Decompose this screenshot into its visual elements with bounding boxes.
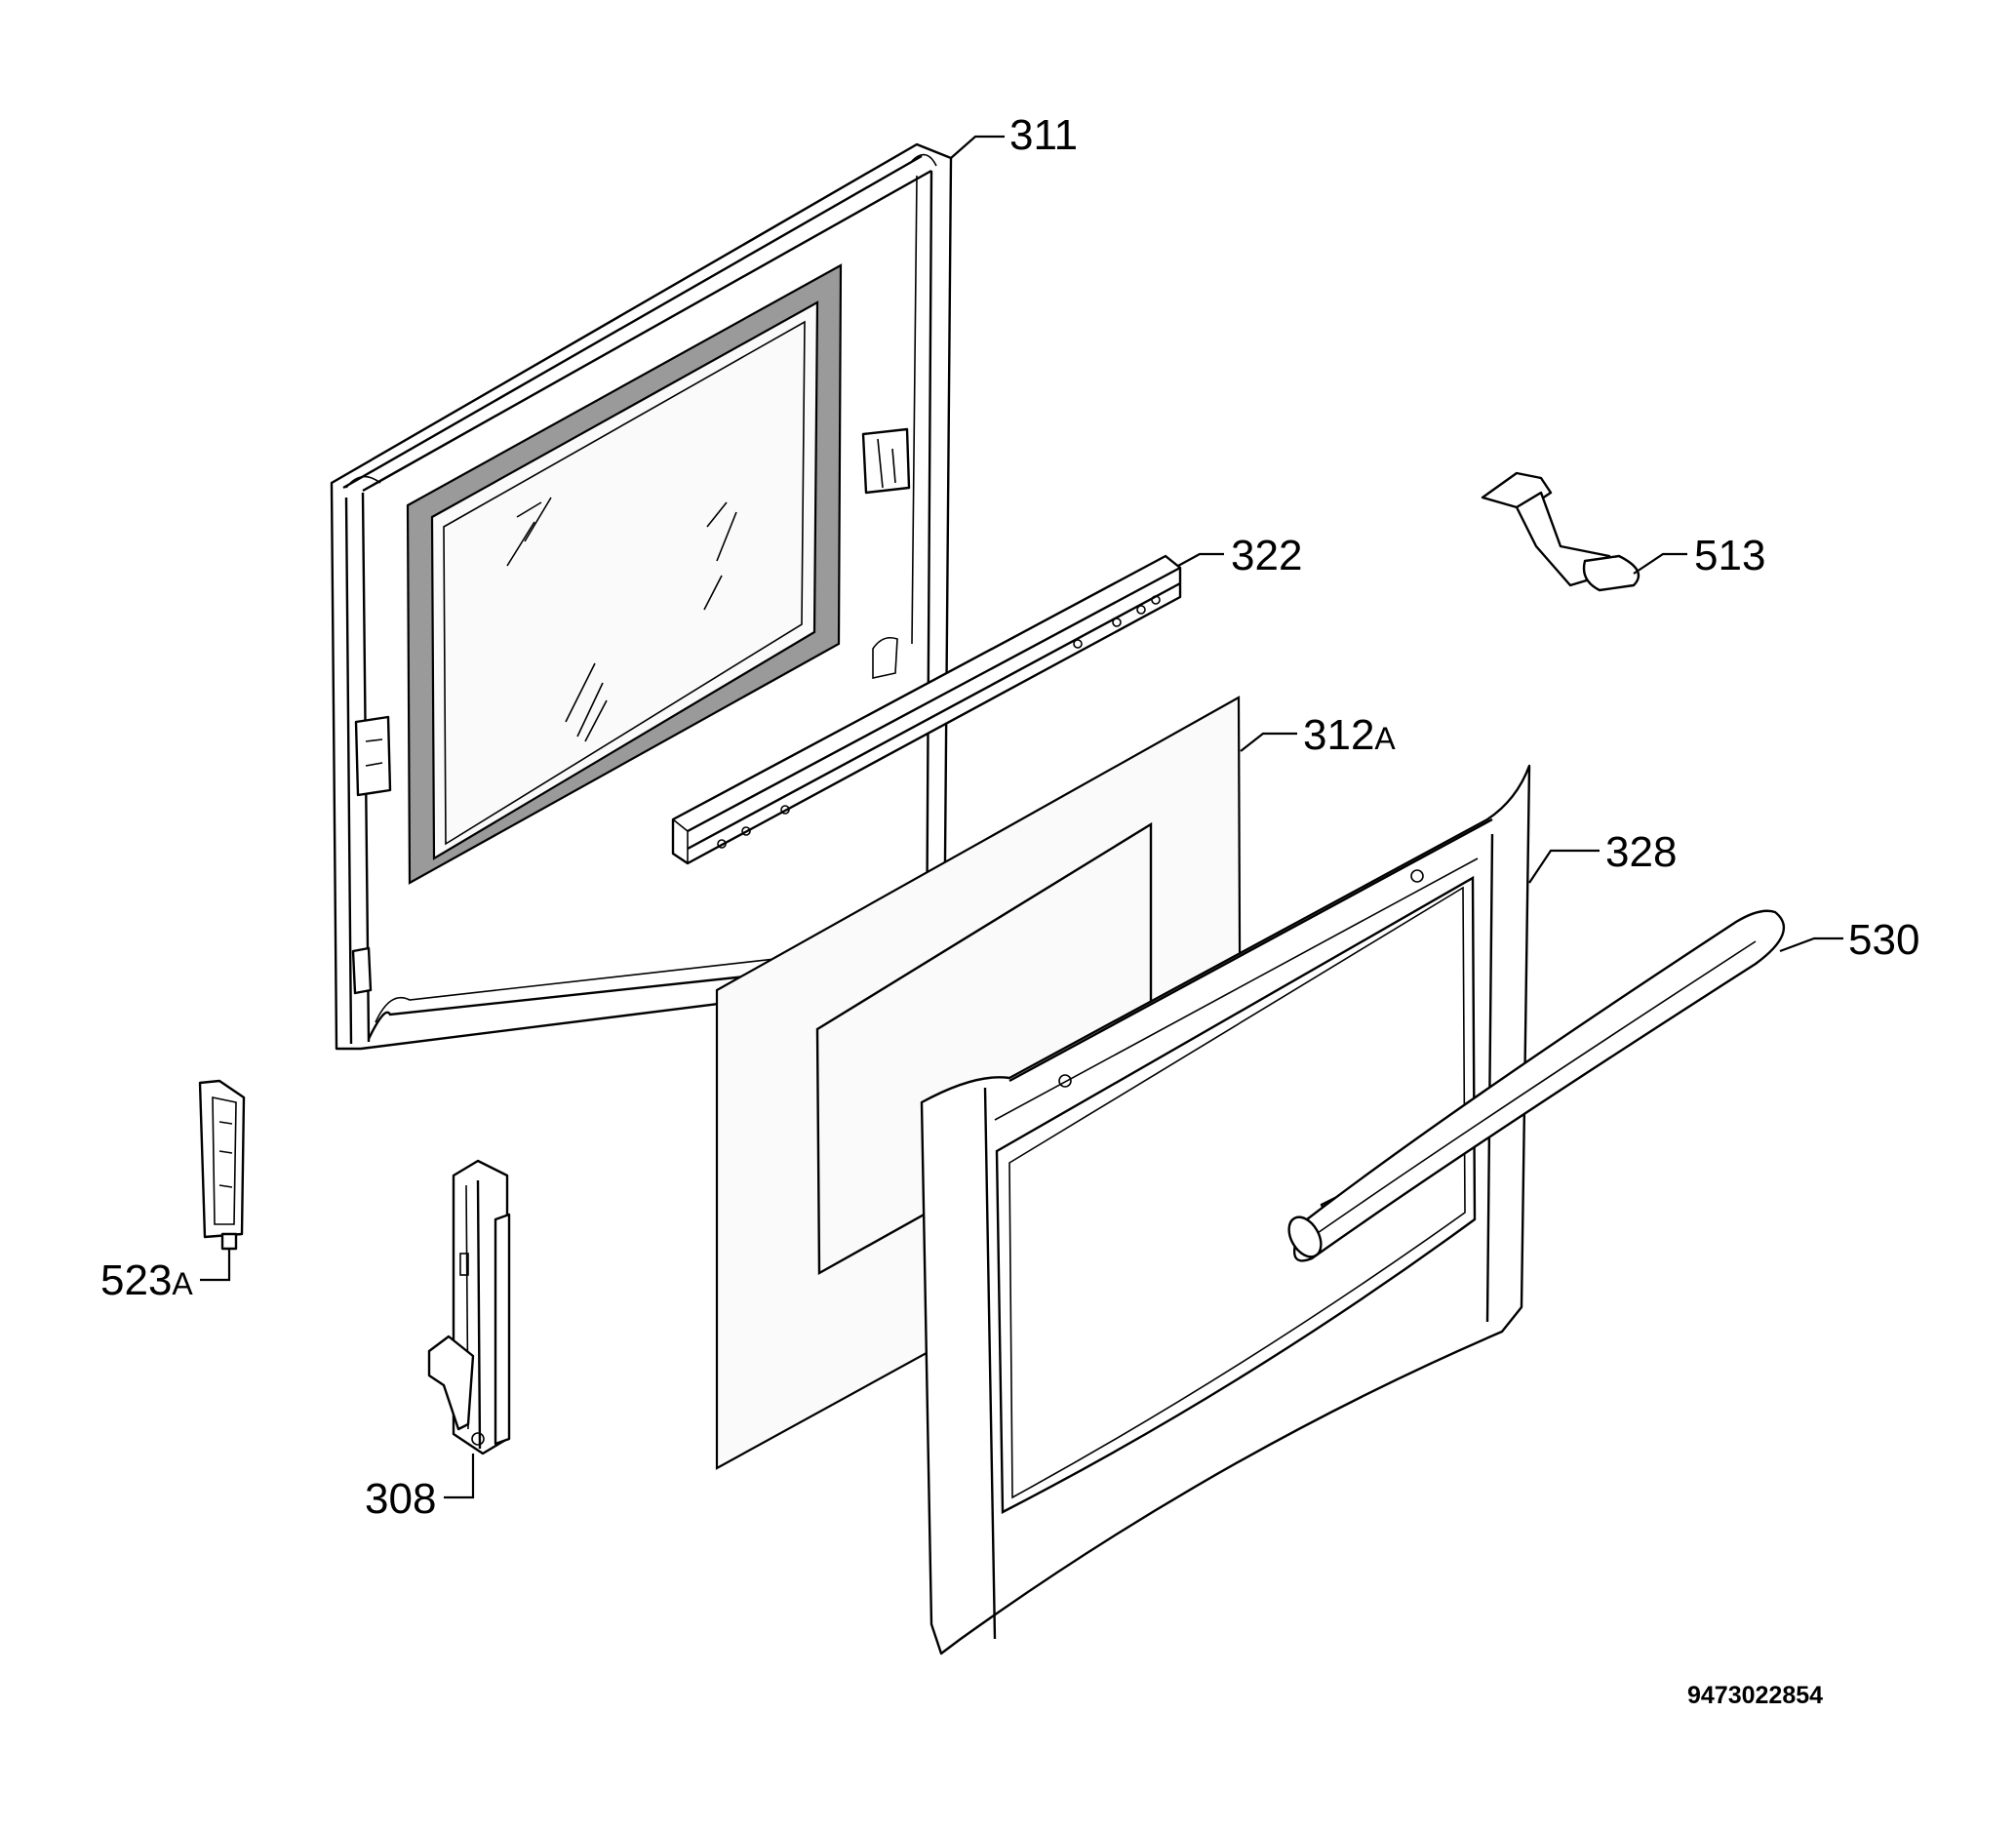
part-322-rail [671,554,1182,865]
part-311-inner-door-panel [330,142,953,1051]
label-328: 328 [1605,828,1677,876]
label-312a-number: 312 [1303,711,1374,759]
part-328-outer-door-front [920,764,1531,1655]
label-530: 530 [1848,916,1919,964]
part-523a-latch [198,1079,246,1251]
part-308-hinge [427,1159,511,1455]
part-530-handle [1287,909,1786,1262]
label-523a-number: 523 [100,1256,172,1304]
label-513: 513 [1694,532,1765,579]
label-523a-suffix: A [172,1266,193,1301]
label-523a: 523A [100,1256,193,1304]
label-311: 311 [1009,111,1078,159]
label-322: 322 [1231,532,1302,579]
part-513-clip [1481,471,1640,592]
callout-leaders [200,135,1843,1499]
label-308: 308 [365,1475,436,1523]
label-312a-suffix: A [1374,721,1396,756]
label-312a: 312A [1303,711,1396,759]
document-number: 9473022854 [1687,1682,1823,1709]
